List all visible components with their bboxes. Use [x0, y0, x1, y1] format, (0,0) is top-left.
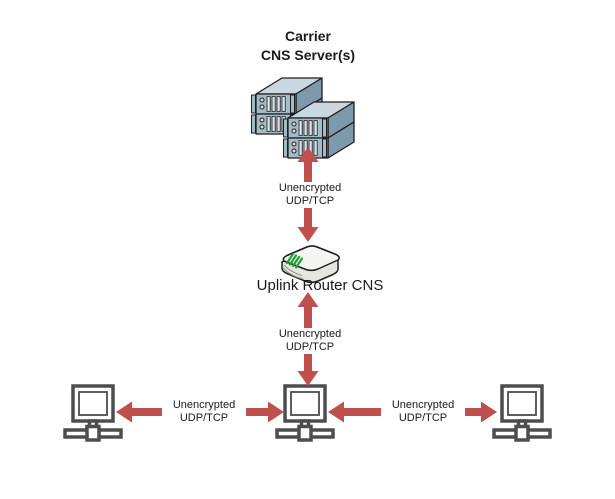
- router-label: Uplink Router CNS: [256, 277, 384, 294]
- base-hub: [85, 424, 101, 442]
- link-label-servers-router: Unencrypted UDP/TCP: [268, 182, 352, 208]
- workstation-middle-icon: [275, 384, 335, 442]
- link-label-router-workstation: Unencrypted UDP/TCP: [268, 328, 352, 354]
- screen: [290, 391, 320, 416]
- title-line-2: CNS Server(s): [260, 47, 356, 63]
- title-line-1: Carrier: [285, 28, 331, 44]
- label-line-2: UDP/TCP: [179, 412, 229, 424]
- link-label-middle-right: Unencrypted UDP/TCP: [381, 399, 465, 425]
- label-line-2: UDP/TCP: [285, 195, 335, 207]
- server-stack-icon: [251, 77, 355, 159]
- base-hub: [514, 424, 530, 442]
- base-hub: [297, 424, 313, 442]
- label-line-2: UDP/TCP: [285, 341, 335, 353]
- server-front-stack: [283, 101, 355, 159]
- label-line-1: Unencrypted: [391, 399, 455, 411]
- label-line-1: Unencrypted: [278, 328, 342, 340]
- screen: [507, 391, 537, 416]
- screen: [78, 391, 108, 416]
- workstation-left-icon: [63, 384, 123, 442]
- label-line-2: UDP/TCP: [398, 412, 448, 424]
- diagram-title: Carrier CNS Server(s): [208, 27, 408, 65]
- link-label-left-middle: Unencrypted UDP/TCP: [162, 399, 246, 425]
- workstation-right-icon: [492, 384, 552, 442]
- router-icon: [281, 245, 340, 284]
- label-line-1: Unencrypted: [172, 399, 236, 411]
- label-line-1: Unencrypted: [278, 182, 342, 194]
- router-led-stripes: [285, 252, 304, 269]
